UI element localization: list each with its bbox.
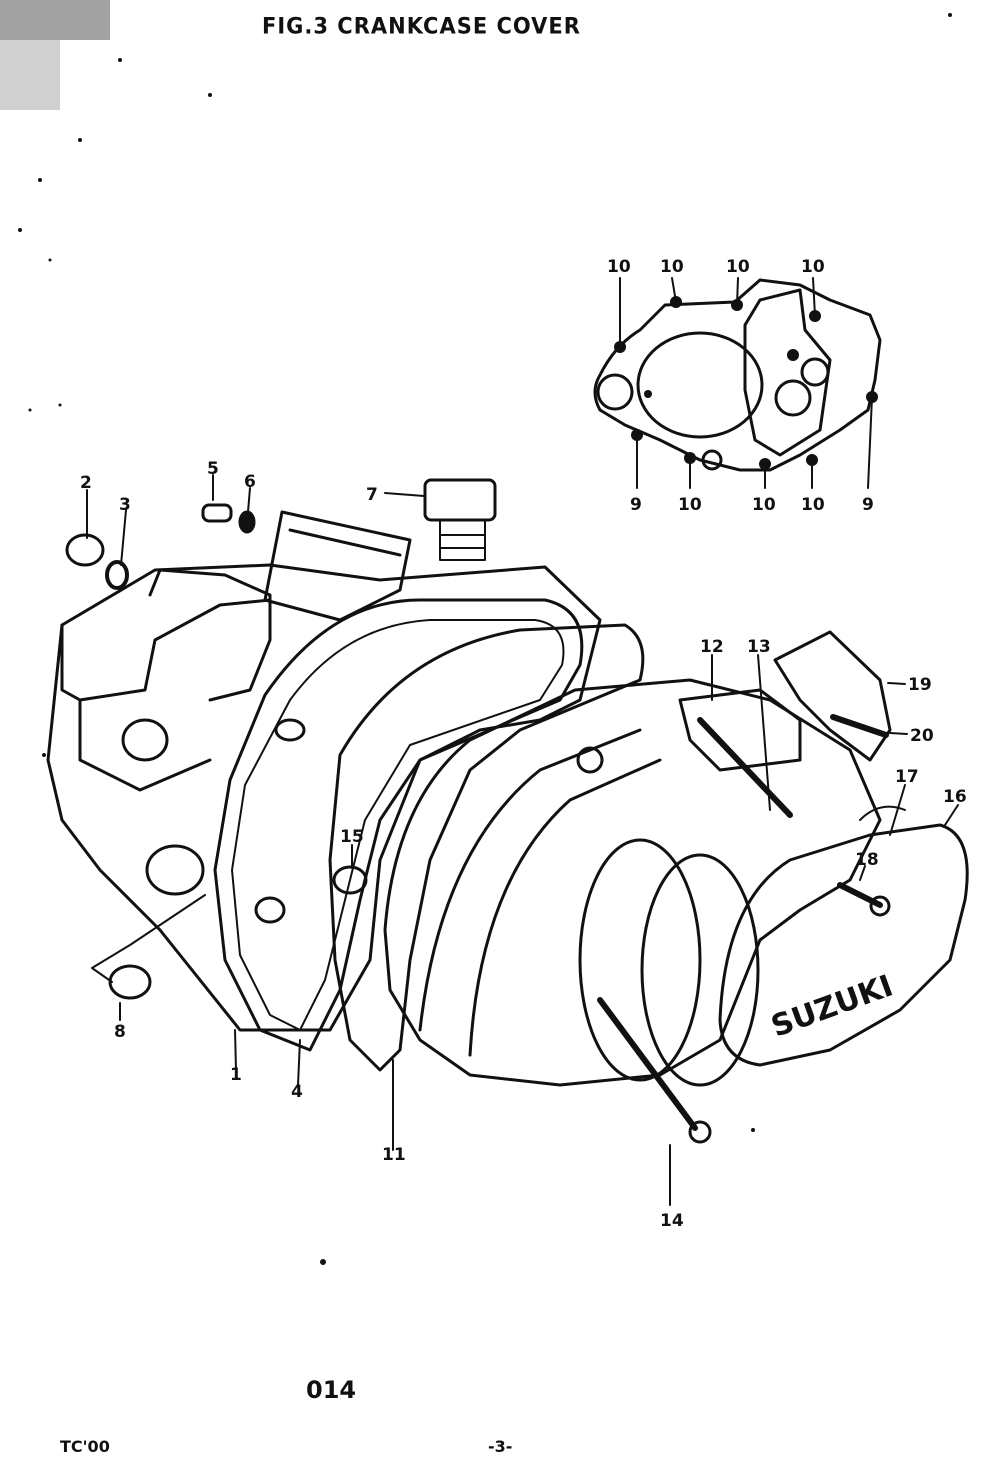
callout-7: 7 <box>366 485 378 505</box>
callout-13: 13 <box>747 637 771 657</box>
callout-12: 12 <box>700 637 724 657</box>
callout-4: 4 <box>291 1082 303 1102</box>
callout-16: 16 <box>943 787 967 807</box>
callout-6: 6 <box>244 472 256 492</box>
callout-10: 10 <box>678 495 702 515</box>
cylinder-neck <box>263 510 412 622</box>
callout-2: 2 <box>80 473 92 493</box>
callout-15: 15 <box>340 827 364 847</box>
small-parts <box>65 478 906 1144</box>
crankcase-body <box>46 563 602 1032</box>
callout-1: 1 <box>230 1065 242 1085</box>
callout-10: 10 <box>660 257 684 277</box>
figure-code: 014 <box>306 1376 357 1404</box>
callout-11: 11 <box>382 1145 406 1165</box>
model-label: TC'00 <box>60 1437 110 1456</box>
scan-noise <box>0 0 952 412</box>
callout-5: 5 <box>207 459 219 479</box>
inset-callouts: 10 10 10 10 9 10 10 10 9 <box>607 257 874 515</box>
callout-18: 18 <box>855 850 879 870</box>
callout-17: 17 <box>895 767 919 787</box>
inset-cover-diagram <box>593 277 882 489</box>
stray-marks <box>42 753 755 1265</box>
callout-20: 20 <box>910 726 934 746</box>
callout-9: 9 <box>630 495 642 515</box>
callout-10: 10 <box>607 257 631 277</box>
callout-3: 3 <box>119 495 131 515</box>
gasket-11 <box>328 623 645 1072</box>
callout-19: 19 <box>908 675 932 695</box>
callout-14: 14 <box>660 1211 684 1231</box>
callout-9: 9 <box>862 495 874 515</box>
callout-8: 8 <box>114 1022 126 1042</box>
callout-10: 10 <box>801 257 825 277</box>
figure-title: FIG.3 CRANKCASE COVER <box>262 13 581 39</box>
inset-leader-lines <box>619 277 873 489</box>
suzuki-logo: SUZUKI <box>767 969 898 1045</box>
gasket-4 <box>213 598 584 1052</box>
leader-lines <box>86 474 959 1206</box>
callout-10: 10 <box>801 495 825 515</box>
main-callouts: 2 3 5 6 7 19 20 12 13 17 16 15 18 8 1 4 … <box>80 459 967 1231</box>
cover-plate-19 <box>773 630 892 762</box>
page-number: -3- <box>488 1437 513 1456</box>
callout-10: 10 <box>752 495 776 515</box>
callout-10: 10 <box>726 257 750 277</box>
